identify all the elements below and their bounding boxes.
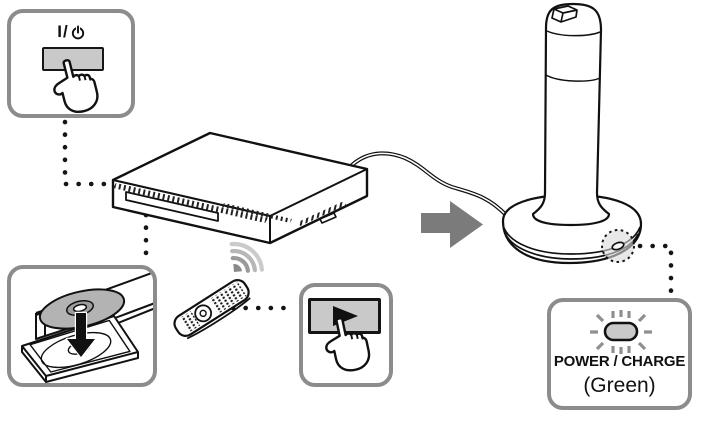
power-button-callout: I/ — [7, 9, 135, 118]
power-label: I/ — [57, 22, 69, 41]
stem-seam — [545, 74, 601, 82]
power-charge-label: POWER / CHARGE — [553, 353, 686, 370]
led-glow-rays — [590, 310, 652, 354]
power-charge-indicator-callout: POWER / CHARGE (Green) — [547, 298, 692, 410]
connector-led-to-indicator — [637, 243, 674, 297]
connector-power-to-player — [62, 119, 114, 187]
insert-arrow-icon — [65, 311, 97, 359]
cap-ridge — [546, 30, 601, 37]
remote-keys-right — [208, 281, 247, 315]
cap-notch — [551, 5, 578, 23]
glowing-led-icon — [590, 310, 652, 354]
side-vents — [298, 201, 346, 226]
front-bevel-grill — [113, 183, 268, 223]
pressing-hand-icon — [53, 59, 99, 113]
dotted-connectors — [62, 119, 674, 311]
remote-keys-left — [179, 311, 201, 333]
power-charge-led — [611, 241, 625, 251]
front-buttons — [222, 203, 292, 223]
tower-speaker-illustration — [501, 2, 643, 265]
wireless-signal-icon — [229, 241, 264, 273]
pressing-hand-icon — [325, 317, 371, 372]
remote-control-illustration — [173, 278, 251, 340]
dvd-player-illustration — [111, 131, 369, 245]
disc-icon — [38, 288, 126, 330]
eject-button — [319, 212, 337, 224]
disc-slot — [125, 191, 219, 222]
right-arrow-icon — [421, 201, 483, 248]
power-label-row: I/ — [11, 22, 131, 42]
indicator-state-label: (Green) — [583, 374, 656, 397]
play-button-callout — [299, 283, 393, 387]
power-standby-icon — [71, 24, 84, 39]
connection-cable — [348, 151, 509, 218]
remote-control-pad — [194, 304, 213, 323]
disc-into-tray-graphic — [21, 271, 153, 383]
power-button-graphic[interactable] — [42, 47, 104, 71]
insert-disc-callout — [7, 265, 157, 387]
